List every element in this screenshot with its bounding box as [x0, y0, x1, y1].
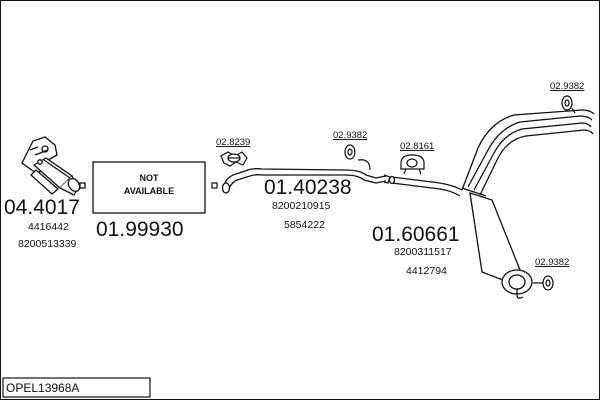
reference-box — [2, 377, 151, 398]
not-available-line1: NOT — [140, 173, 160, 183]
mount-middle-part-number: 02.9382 — [333, 130, 367, 141]
middle-pipe-ref-2: 5854222 — [284, 219, 325, 231]
mount-top-right-part-number: 02.9382 — [550, 81, 584, 92]
not-available-box: NOT AVAILABLE — [92, 161, 206, 214]
front-clamp-part-number: 02.8239 — [216, 137, 250, 148]
rear-silencer-ref-1: 8200311517 — [394, 246, 452, 258]
middle-pipe-part-number: 01.40238 — [264, 176, 352, 199]
rubber-mount-icon — [533, 275, 554, 291]
middle-pipe-ref-1: 8200210915 — [272, 200, 331, 212]
mount-bottom-right-part-number: 02.9382 — [535, 257, 569, 268]
silencer-icon — [461, 109, 595, 299]
mount-center-part-number: 02.8161 — [400, 141, 434, 152]
catalyst-ref-1: 4416442 — [28, 221, 69, 233]
pipe-clamp-icon — [220, 151, 248, 167]
rubber-mount-icon — [400, 154, 425, 175]
rubber-mount-icon — [344, 144, 371, 171]
rear-pipe-icon — [388, 175, 463, 197]
rear-silencer-part-number: 01.60661 — [372, 223, 460, 246]
reference-code: OPEL13968A — [6, 381, 79, 395]
rear-silencer-ref-2: 4412794 — [406, 265, 447, 277]
rubber-mount-icon — [561, 95, 576, 114]
catalytic-converter-icon — [21, 136, 86, 196]
exhaust-pipe-icon — [221, 168, 391, 194]
not-available-line2: AVAILABLE — [124, 186, 174, 196]
catalyst-part-number: 04.4017 — [4, 196, 80, 219]
connector-square-icon — [211, 182, 218, 189]
not-available-part-number: 01.99930 — [96, 218, 184, 241]
catalyst-ref-2: 8200513339 — [18, 238, 77, 250]
